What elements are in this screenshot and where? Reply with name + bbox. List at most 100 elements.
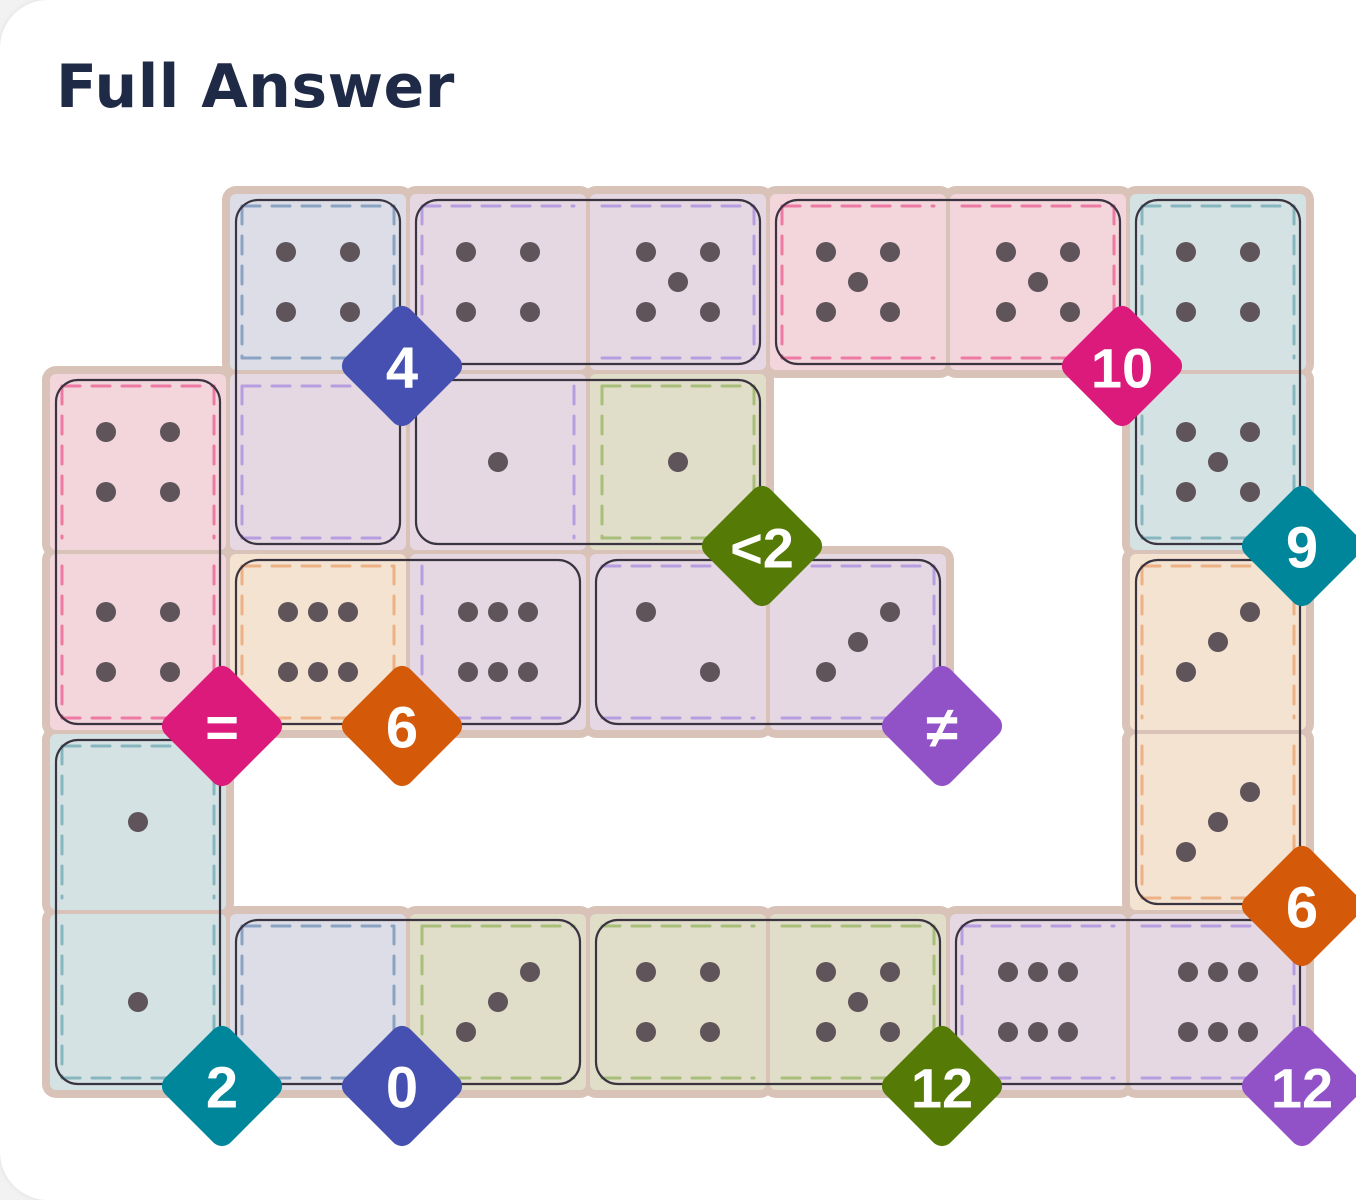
pip (160, 482, 180, 502)
pip (1176, 242, 1196, 262)
pip (278, 662, 298, 682)
pip (1058, 962, 1078, 982)
pip-face-5 (816, 242, 900, 322)
constraint-badge: 9 (1241, 485, 1356, 607)
board-cell (230, 554, 406, 730)
constraint-badge: 6 (341, 665, 463, 787)
pip (520, 242, 540, 262)
pip (1058, 1022, 1078, 1042)
pip-face-4 (456, 242, 540, 322)
pip (278, 602, 298, 622)
pip-face-5 (636, 242, 720, 322)
pip (488, 662, 508, 682)
pip (996, 302, 1016, 322)
pip (880, 302, 900, 322)
badge-label: ≠ (926, 696, 958, 761)
domino-tile[interactable] (954, 918, 1302, 1086)
pip-face-5 (816, 962, 900, 1042)
pip (1240, 422, 1260, 442)
pip-face-1 (488, 452, 508, 472)
domino-tile[interactable] (1134, 558, 1302, 906)
pip (96, 482, 116, 502)
badge-label: 6 (1286, 876, 1318, 941)
badge-diamond (341, 665, 463, 787)
pip-layer (96, 242, 1260, 1042)
pip (700, 662, 720, 682)
pip (1240, 782, 1260, 802)
badge-diamond (701, 485, 823, 607)
pip (128, 812, 148, 832)
pip-face-5 (1176, 422, 1260, 502)
pip (128, 992, 148, 1012)
pip (998, 962, 1018, 982)
pip (518, 602, 538, 622)
pip (1238, 962, 1258, 982)
pip (1208, 452, 1228, 472)
badge-diamond (881, 1025, 1003, 1147)
pip (816, 962, 836, 982)
pip (488, 602, 508, 622)
pip-face-6 (998, 962, 1078, 1042)
pip (1176, 422, 1196, 442)
pip (1060, 302, 1080, 322)
badge-label: 0 (386, 1056, 418, 1121)
pip (160, 422, 180, 442)
pip-face-4 (96, 422, 180, 502)
pip (1240, 602, 1260, 622)
pip-face-3 (816, 602, 900, 682)
badge-diamond (1241, 845, 1356, 967)
badge-diamond (1061, 305, 1183, 427)
pip (700, 302, 720, 322)
pip (636, 602, 656, 622)
pip (816, 1022, 836, 1042)
domino-tile[interactable] (54, 378, 222, 726)
pip-face-3 (1176, 782, 1260, 862)
pip (1240, 242, 1260, 262)
board-cell (410, 194, 586, 370)
pip-face-6 (278, 602, 358, 682)
badge-label: 12 (911, 1057, 973, 1120)
pip (1240, 302, 1260, 322)
pip (636, 242, 656, 262)
pip (880, 602, 900, 622)
pip-face-3 (1176, 602, 1260, 682)
pip-face-4 (1176, 242, 1260, 322)
domino-tile[interactable] (414, 198, 762, 366)
pip (1176, 662, 1196, 682)
constraint-badge: 0 (341, 1025, 463, 1147)
pip (276, 302, 296, 322)
board-cell (230, 374, 406, 550)
pip (816, 662, 836, 682)
pip (880, 1022, 900, 1042)
domino-tile[interactable] (54, 738, 222, 1086)
badge-label: 10 (1091, 337, 1153, 400)
pip (1176, 302, 1196, 322)
pip (996, 242, 1016, 262)
constraint-badge: = (161, 665, 283, 787)
domino-tile[interactable] (414, 378, 762, 546)
pip (636, 962, 656, 982)
domino-tile[interactable] (594, 918, 942, 1086)
pip (880, 962, 900, 982)
domino-tile[interactable] (774, 198, 1122, 366)
pip (816, 302, 836, 322)
pip (456, 1022, 476, 1042)
pip (1176, 482, 1196, 502)
pip (340, 242, 360, 262)
pip (1028, 962, 1048, 982)
pip (96, 662, 116, 682)
pip (1028, 272, 1048, 292)
board-cell (410, 554, 586, 730)
pip (1178, 962, 1198, 982)
badge-diamond (341, 1025, 463, 1147)
pip (96, 602, 116, 622)
board-cell (50, 554, 226, 730)
badge-label: 2 (206, 1056, 238, 1121)
constraint-badge: 12 (1241, 1025, 1356, 1147)
pip (848, 992, 868, 1012)
pip (848, 272, 868, 292)
constraint-badge: 10 (1061, 305, 1183, 427)
pip (518, 662, 538, 682)
